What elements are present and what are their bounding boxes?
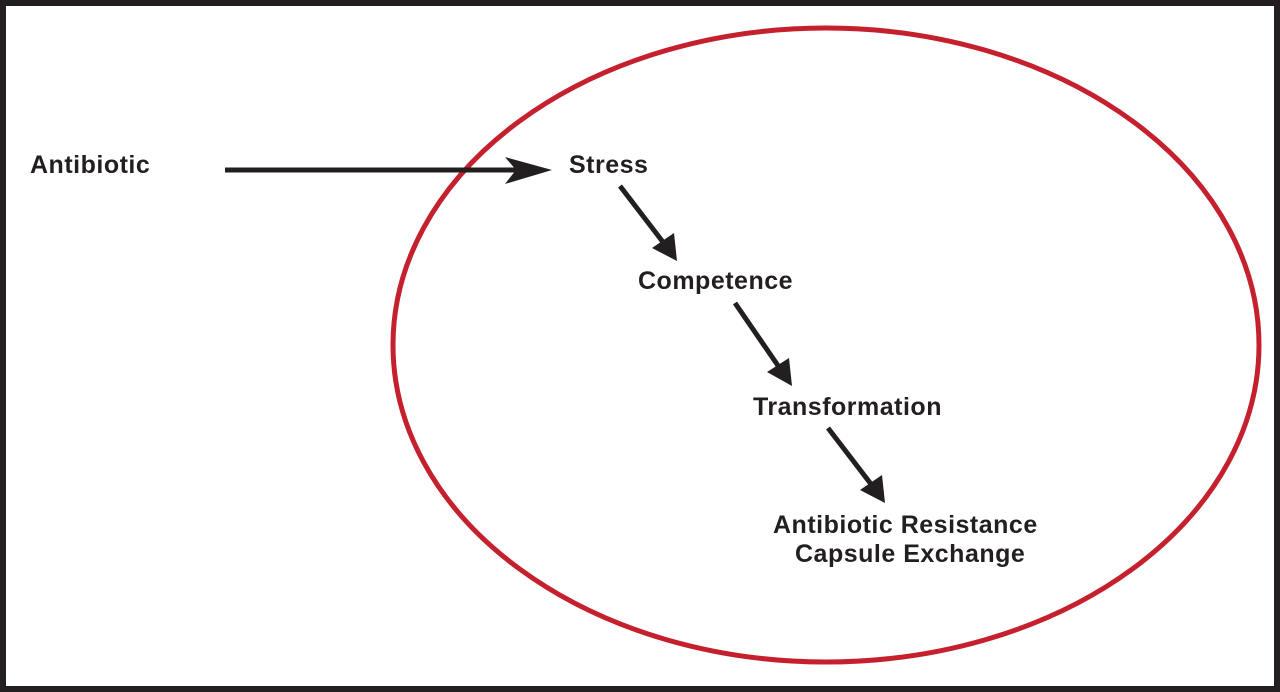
arrow-transformation-to-outcome bbox=[826, 426, 876, 490]
label-competence: Competence bbox=[638, 267, 794, 295]
label-transformation: Transformation bbox=[753, 393, 942, 421]
label-antibiotic: Antibiotic bbox=[30, 151, 151, 179]
label-stress: Stress bbox=[569, 151, 649, 179]
label-outcome-line1: Antibiotic Resistance bbox=[773, 511, 1038, 539]
arrowhead-outcome bbox=[860, 475, 885, 503]
arrowhead-transformation bbox=[767, 358, 792, 386]
arrowhead-competence bbox=[652, 233, 677, 261]
arrow-stress-to-competence bbox=[618, 184, 668, 248]
cell-ellipse bbox=[390, 25, 1262, 665]
label-outcome-line2: Capsule Exchange bbox=[795, 540, 1026, 568]
arrow-competence-to-transformation bbox=[732, 301, 784, 372]
arrowhead-stress bbox=[505, 157, 552, 184]
